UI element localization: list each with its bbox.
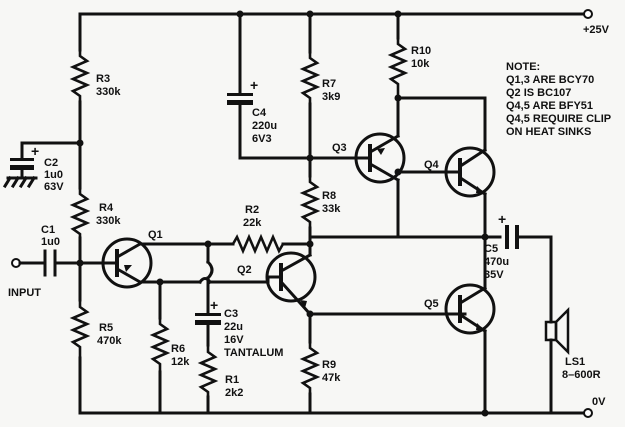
c2-ref: C2	[44, 157, 58, 169]
ground-label: 0V	[592, 396, 606, 408]
component-note: NOTE: Q1,3 ARE BCY70 Q2 IS BC107 Q4,5 AR…	[506, 61, 611, 138]
note-title: NOTE:	[506, 61, 540, 73]
q5-ref: Q5	[424, 298, 439, 310]
c3-ref: C3	[224, 308, 238, 320]
r3-ref: R3	[96, 73, 110, 85]
q4-transistor	[396, 146, 496, 239]
r9-value: 47k	[322, 372, 341, 384]
r2-ref: R2	[245, 204, 259, 216]
note-line: Q4,5 ARE BFY51	[506, 100, 593, 112]
r2-value: 22k	[243, 217, 262, 229]
r6-ref: R6	[171, 343, 185, 355]
c4-voltage: 6V3	[252, 133, 272, 145]
centre-column	[299, 12, 321, 415]
c5-ref: C5	[484, 243, 498, 255]
r6-value: 12k	[171, 356, 190, 368]
supply-terminal	[583, 9, 593, 19]
c4-capacitor	[227, 12, 312, 160]
c3-capacitor	[195, 279, 221, 347]
ground-terminal	[583, 408, 593, 418]
q1-transistor	[101, 237, 210, 289]
q4-ref: Q4	[424, 159, 440, 171]
r10-resistor	[387, 12, 487, 152]
c1-capacitor	[18, 249, 106, 277]
r4-resistor	[69, 188, 91, 238]
supply-label: +25V	[583, 24, 610, 36]
r4-value: 330k	[96, 215, 121, 227]
q2-transistor	[265, 251, 317, 317]
r5-value: 470k	[97, 335, 122, 347]
c3-polarity: +	[210, 297, 218, 313]
q1-ref: Q1	[148, 229, 163, 241]
r1-value: 2k2	[225, 387, 243, 399]
c5-voltage: 35V	[484, 269, 504, 281]
c3-type: TANTALUM	[224, 347, 283, 359]
r7-value: 3k9	[322, 91, 340, 103]
r6-branch	[149, 280, 171, 415]
q2-ref: Q2	[237, 264, 252, 276]
c4-polarity: +	[250, 77, 258, 93]
r9-ref: R9	[322, 359, 336, 371]
r8-ref: R8	[322, 190, 336, 202]
c5-capacitor	[505, 225, 553, 249]
c4-ref: C4	[252, 107, 267, 119]
note-line: Q1,3 ARE BCY70	[506, 74, 594, 86]
r2-resistor	[206, 233, 312, 255]
c1-value: 1u0	[41, 236, 60, 248]
r5-ref: R5	[99, 322, 113, 334]
r1-ref: R1	[225, 374, 239, 386]
note-line: Q2 IS BC107	[506, 87, 571, 99]
ls1-value: 8–600R	[562, 369, 601, 381]
c5-polarity: +	[498, 211, 506, 227]
q3-transistor	[308, 96, 406, 239]
mid-rail	[308, 235, 502, 246]
note-line: Q4,5 REQUIRE CLIP	[506, 113, 611, 125]
c5-value: 470u	[484, 256, 509, 268]
c4-value: 220u	[252, 120, 277, 132]
r7-ref: R7	[322, 78, 336, 90]
q1-q2-link	[158, 242, 270, 285]
r3-resistor	[69, 50, 91, 102]
c2-value: 1u0	[44, 169, 63, 181]
r10-ref: R10	[411, 45, 431, 57]
c2-polarity: +	[31, 143, 39, 159]
r3-value: 330k	[96, 86, 121, 98]
c2-voltage: 63V	[44, 181, 64, 193]
c1-ref: C1	[41, 224, 55, 236]
q3-ref: Q3	[332, 142, 347, 154]
c3-voltage: 16V	[224, 334, 244, 346]
r10-value: 10k	[411, 58, 430, 70]
r5-resistor	[69, 300, 91, 358]
loudspeaker	[544, 235, 570, 415]
r1-resistor	[197, 345, 219, 415]
c3-value: 22u	[224, 321, 243, 333]
note-line: ON HEAT SINKS	[506, 126, 591, 138]
r4-ref: R4	[99, 202, 114, 214]
input-label: INPUT	[8, 287, 41, 299]
c2-capacitor	[2, 141, 82, 189]
r8-value: 33k	[322, 203, 341, 215]
ls1-ref: LS1	[565, 356, 585, 368]
q5-transistor	[444, 235, 496, 415]
